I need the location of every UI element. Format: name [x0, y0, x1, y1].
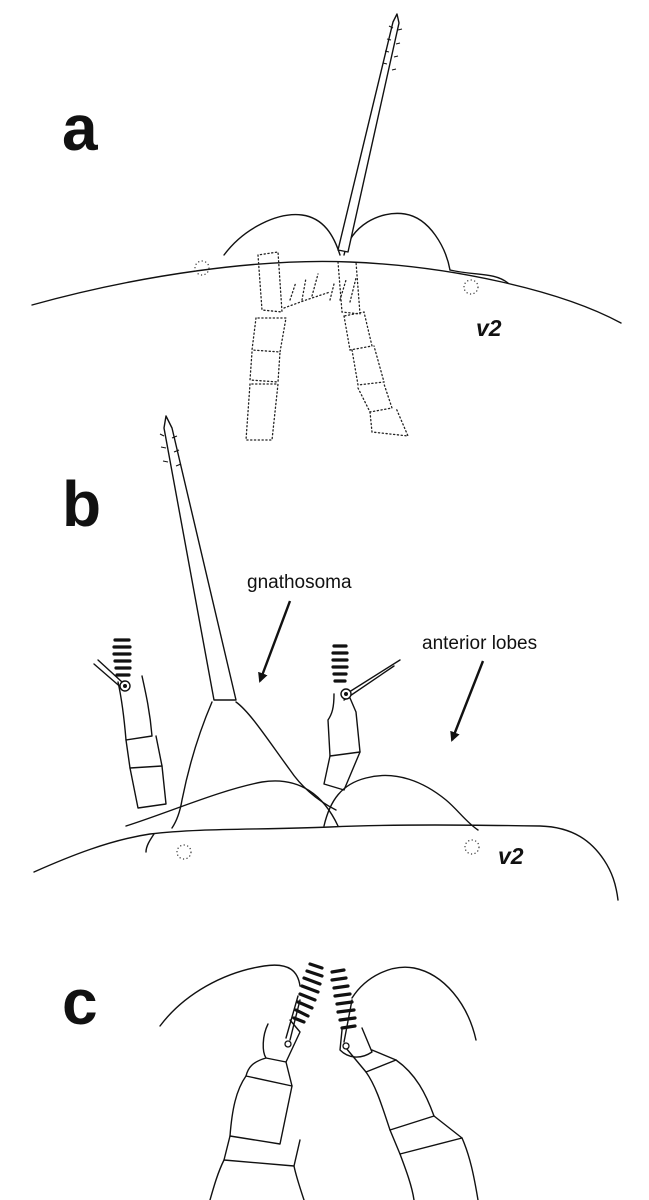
panel-b-v2-socket: [464, 839, 480, 855]
panel-a: a: [31, 13, 622, 441]
panel-a-seta-barbs: [382, 25, 403, 71]
panel-c-right-palp: [330, 968, 479, 1200]
panel-b-seta-barbs: [159, 433, 182, 467]
panel-b-right-lobe: [323, 774, 479, 831]
panel-b-seta-socket-left: [176, 844, 192, 860]
panel-b-right-palp: [323, 644, 401, 791]
panel-b-arrow-gnathosoma: [258, 600, 292, 683]
panel-b-callout-anterior-lobes: anterior lobes: [422, 633, 537, 654]
panel-a-lateral-shoulder: [449, 269, 509, 284]
panel-b-seta: [163, 415, 237, 701]
panel-a-seta-socket-left: [194, 260, 210, 276]
panel-b-right-palp-tarsus: [331, 644, 349, 683]
panel-a-right-lobe: [343, 212, 451, 271]
panel-a-letter: a: [62, 92, 98, 164]
panel-c-right-lobe: [351, 966, 477, 1041]
panel-c-right-palp-tarsus: [330, 968, 357, 1030]
panel-a-seta: [337, 13, 400, 253]
panel-b-body-outline: [33, 824, 619, 901]
panel-a-v2-label: v2: [476, 315, 502, 341]
panel-a-body-outline: [31, 260, 622, 324]
panel-c-letter: c: [62, 966, 98, 1038]
panel-c-left-palp-tarsus: [292, 962, 324, 1024]
panel-b-callout-gnathosoma: gnathosoma: [247, 572, 352, 593]
panel-a-left-lobe: [223, 213, 341, 256]
panel-a-left-palp: [245, 251, 331, 441]
panel-c-left-palp: [209, 962, 324, 1200]
panel-a-v2-socket: [463, 279, 479, 295]
panel-b-v2-label: v2: [498, 843, 524, 869]
panel-b-arrow-anterior-lobes: [450, 660, 485, 742]
panel-b-letter: b: [62, 468, 101, 540]
panel-b-left-palp-tarsus: [112, 638, 132, 677]
panel-b-gnathosoma: [171, 701, 337, 829]
panel-b-left-palp: [93, 638, 167, 809]
panel-c-left-lobe: [159, 964, 301, 1027]
panel-b: b: [33, 415, 619, 901]
panel-b-left-lobe: [125, 780, 339, 827]
panel-a-right-palp: [329, 261, 410, 437]
panel-c: c: [62, 962, 479, 1200]
panel-b-lateral-shoulder: [145, 833, 155, 853]
